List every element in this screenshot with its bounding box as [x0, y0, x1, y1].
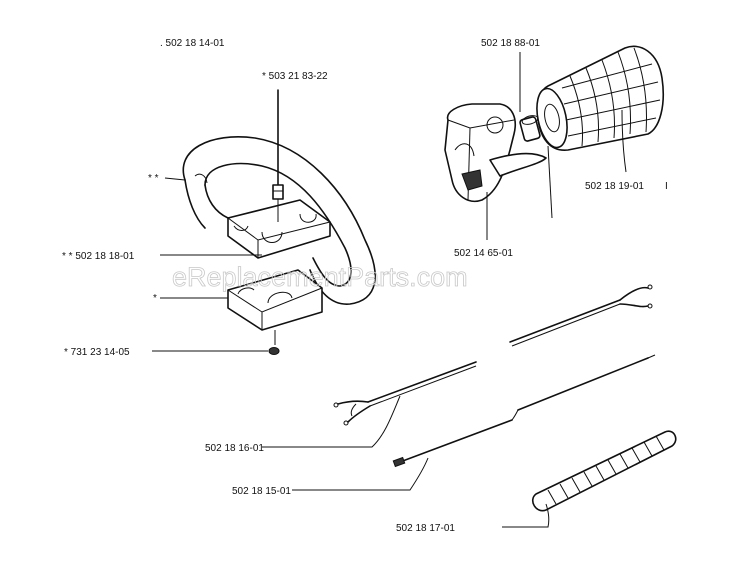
nut[interactable]: [268, 330, 280, 355]
label-screw: * 503 21 83-22: [262, 71, 328, 82]
throttle-housing[interactable]: [444, 103, 547, 202]
leader-hose: [502, 503, 550, 528]
leader-cable: [262, 395, 401, 448]
hose[interactable]: [531, 430, 677, 512]
cable-throttle[interactable]: [333, 361, 477, 426]
label-loop-side: * *: [148, 173, 159, 184]
label-clamp-upper: * * 502 18 18-01: [62, 251, 135, 262]
label-cable: 502 18 16-01: [205, 443, 264, 454]
handle-clamp-upper[interactable]: [227, 199, 331, 259]
label-spacer: 502 18 88-01: [481, 38, 540, 49]
label-loop-handle: . 502 18 14-01: [160, 38, 225, 49]
loop-handle[interactable]: [182, 136, 376, 305]
leader-wire: [292, 457, 429, 491]
handle-clamp-lower[interactable]: [227, 269, 323, 331]
spacer[interactable]: [519, 114, 541, 142]
leader-loop-side: [164, 177, 186, 181]
label-throttle-housing: 502 14 65-01: [454, 248, 513, 259]
label-nut: * 731 23 14-05: [64, 347, 130, 358]
label-wire: 502 18 15-01: [232, 486, 291, 497]
leader-grip: [621, 109, 627, 173]
grip[interactable]: [532, 45, 665, 151]
watermark: eReplacementParts.com: [172, 262, 468, 292]
leader-spacer-down: [547, 145, 553, 219]
cable-upper[interactable]: [509, 284, 653, 347]
screw[interactable]: [272, 89, 284, 222]
label-grip: 502 18 19-01: [585, 181, 644, 192]
label-clamp-lower: *: [153, 293, 157, 304]
wire-inner[interactable]: [392, 354, 656, 468]
label-grip-mark: I: [665, 181, 668, 192]
label-hose: 502 18 17-01: [396, 523, 455, 534]
